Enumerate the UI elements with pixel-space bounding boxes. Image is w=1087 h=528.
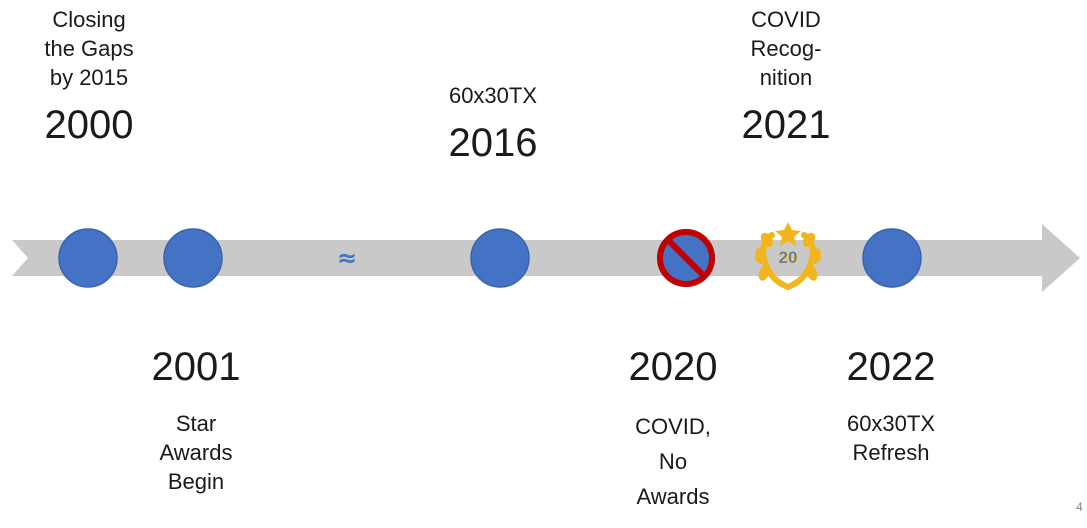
event-2022-description: 60x30TX Refresh xyxy=(846,411,936,465)
event-2021-description: COVID Recog- nition xyxy=(750,7,822,90)
page-number: 4 xyxy=(1076,500,1083,514)
milestone-dot-2001 xyxy=(163,228,223,288)
no-awards-icon xyxy=(657,229,715,287)
timeline-gap-marker: ≈ xyxy=(337,244,357,272)
year-2021-label: 2021 xyxy=(741,103,831,147)
milestone-dot-2022 xyxy=(862,228,922,288)
event-2000-top: Closing the Gaps by 2015 2000 xyxy=(44,5,133,147)
year-2022-label: 2022 xyxy=(846,345,936,389)
event-2021-top: COVID Recog- nition 2021 xyxy=(742,5,831,147)
event-2020-bottom: 2020 COVID, No Awards xyxy=(629,345,718,514)
event-2001-description: Star Awards Begin xyxy=(159,411,233,494)
event-2022-bottom: 2022 60x30TX Refresh xyxy=(847,345,936,467)
milestone-dot-2000 xyxy=(58,228,118,288)
event-2016-top: 60x30TX 2016 xyxy=(449,81,538,165)
event-2000-description: Closing the Gaps by 2015 xyxy=(44,7,134,90)
year-2020-label: 2020 xyxy=(628,345,718,389)
event-2020-description: COVID, No Awards xyxy=(635,414,711,509)
year-2001-label: 2001 xyxy=(151,345,241,389)
event-2016-description: 60x30TX xyxy=(448,83,538,108)
event-2001-bottom: 2001 Star Awards Begin xyxy=(152,345,241,496)
year-2016-label: 2016 xyxy=(448,121,538,165)
year-2000-label: 2000 xyxy=(44,103,134,147)
laurel-medal-icon: 20 xyxy=(754,222,822,290)
medal-label: 20 xyxy=(779,248,798,267)
milestone-dot-2016 xyxy=(470,228,530,288)
